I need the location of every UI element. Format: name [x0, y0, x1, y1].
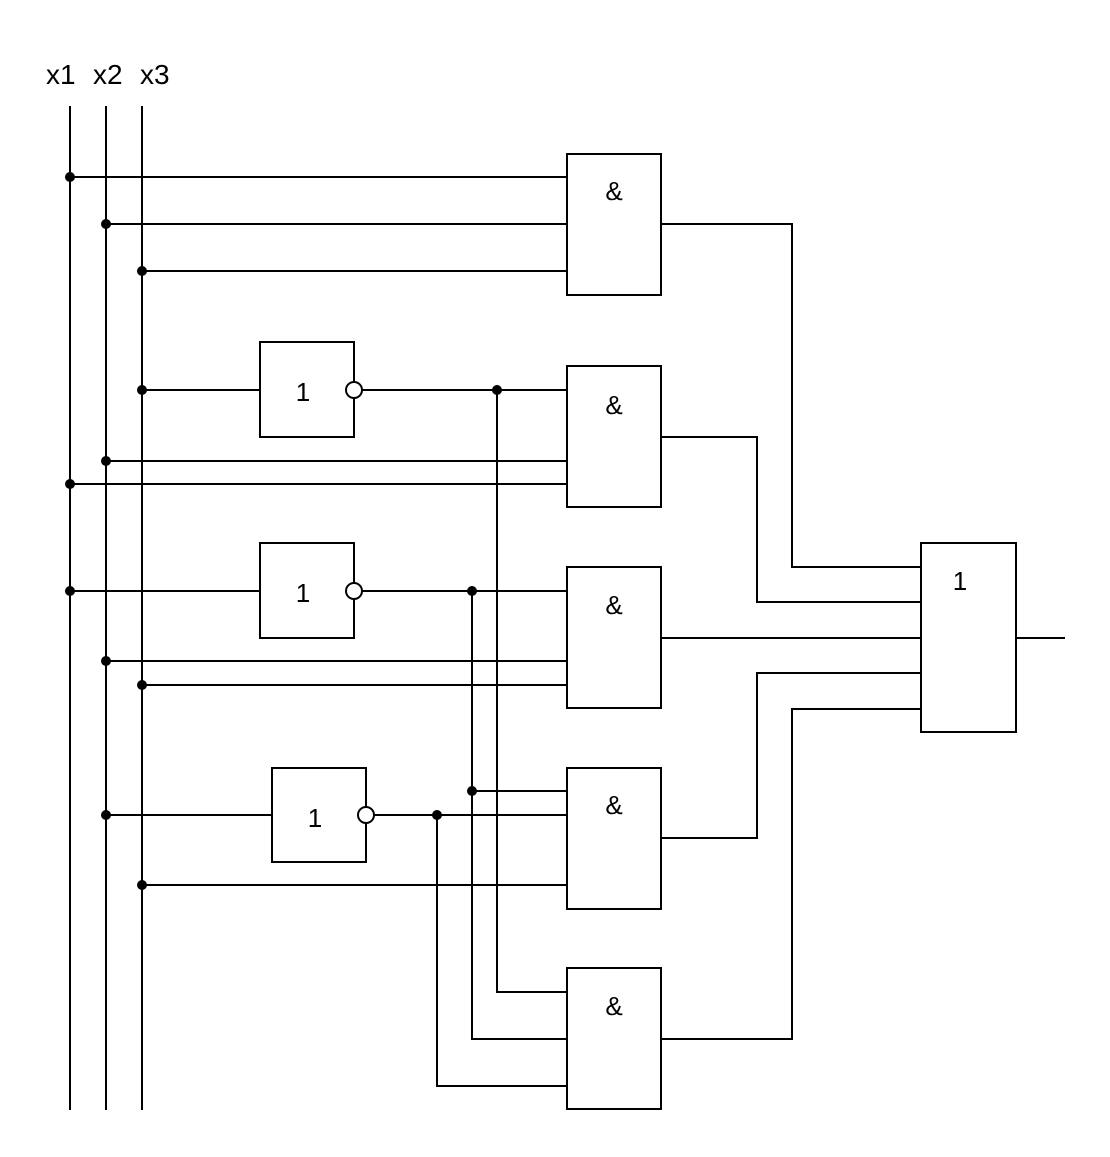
- wire-and5-to-or: [661, 708, 921, 1040]
- and-gate-1: &: [70, 153, 662, 296]
- branch-not-x3: [496, 390, 567, 993]
- branch-not-x2: [436, 815, 567, 1087]
- junction-dot: [65, 586, 75, 596]
- not-gate-x3-symbol: 1: [296, 377, 310, 407]
- junction-dot: [137, 266, 147, 276]
- and-gate-2: &: [70, 365, 662, 508]
- not-gate-x3: 1: [142, 341, 567, 438]
- junction-dot: [101, 656, 111, 666]
- and-gate-3-symbol: &: [605, 590, 622, 620]
- or-gate: 1: [920, 542, 1065, 733]
- and-gate-5-symbol: &: [605, 991, 622, 1021]
- wire-and1-to-or: [661, 223, 921, 568]
- not-gate-x2: 1: [106, 767, 567, 863]
- not-gate-x1: 1: [70, 542, 567, 639]
- branch-not-x1: [471, 591, 567, 1040]
- and-gate-4-symbol: &: [605, 790, 622, 820]
- junction-dot: [101, 810, 111, 820]
- and-gate-3: &: [106, 566, 662, 709]
- wire-and2-to-or: [661, 436, 921, 603]
- input-label-x1: x1: [46, 59, 76, 90]
- or-gate-symbol: 1: [953, 566, 967, 596]
- input-label-x2: x2: [93, 59, 123, 90]
- and-gate-1-symbol: &: [605, 176, 622, 206]
- junction-dot: [65, 172, 75, 182]
- junction-dot: [101, 456, 111, 466]
- junction-dot: [137, 385, 147, 395]
- not-gate-x2-symbol: 1: [308, 803, 322, 833]
- junction-dot: [65, 479, 75, 489]
- not-gate-x1-symbol: 1: [296, 578, 310, 608]
- junction-dot: [101, 219, 111, 229]
- and-gate-2-symbol: &: [605, 390, 622, 420]
- junction-dot: [137, 880, 147, 890]
- and-gate-5: &: [566, 967, 662, 1110]
- wire-and4-to-or: [661, 672, 921, 839]
- and-gate-4: &: [142, 767, 662, 910]
- junction-dot: [137, 680, 147, 690]
- input-label-x3: x3: [140, 59, 170, 90]
